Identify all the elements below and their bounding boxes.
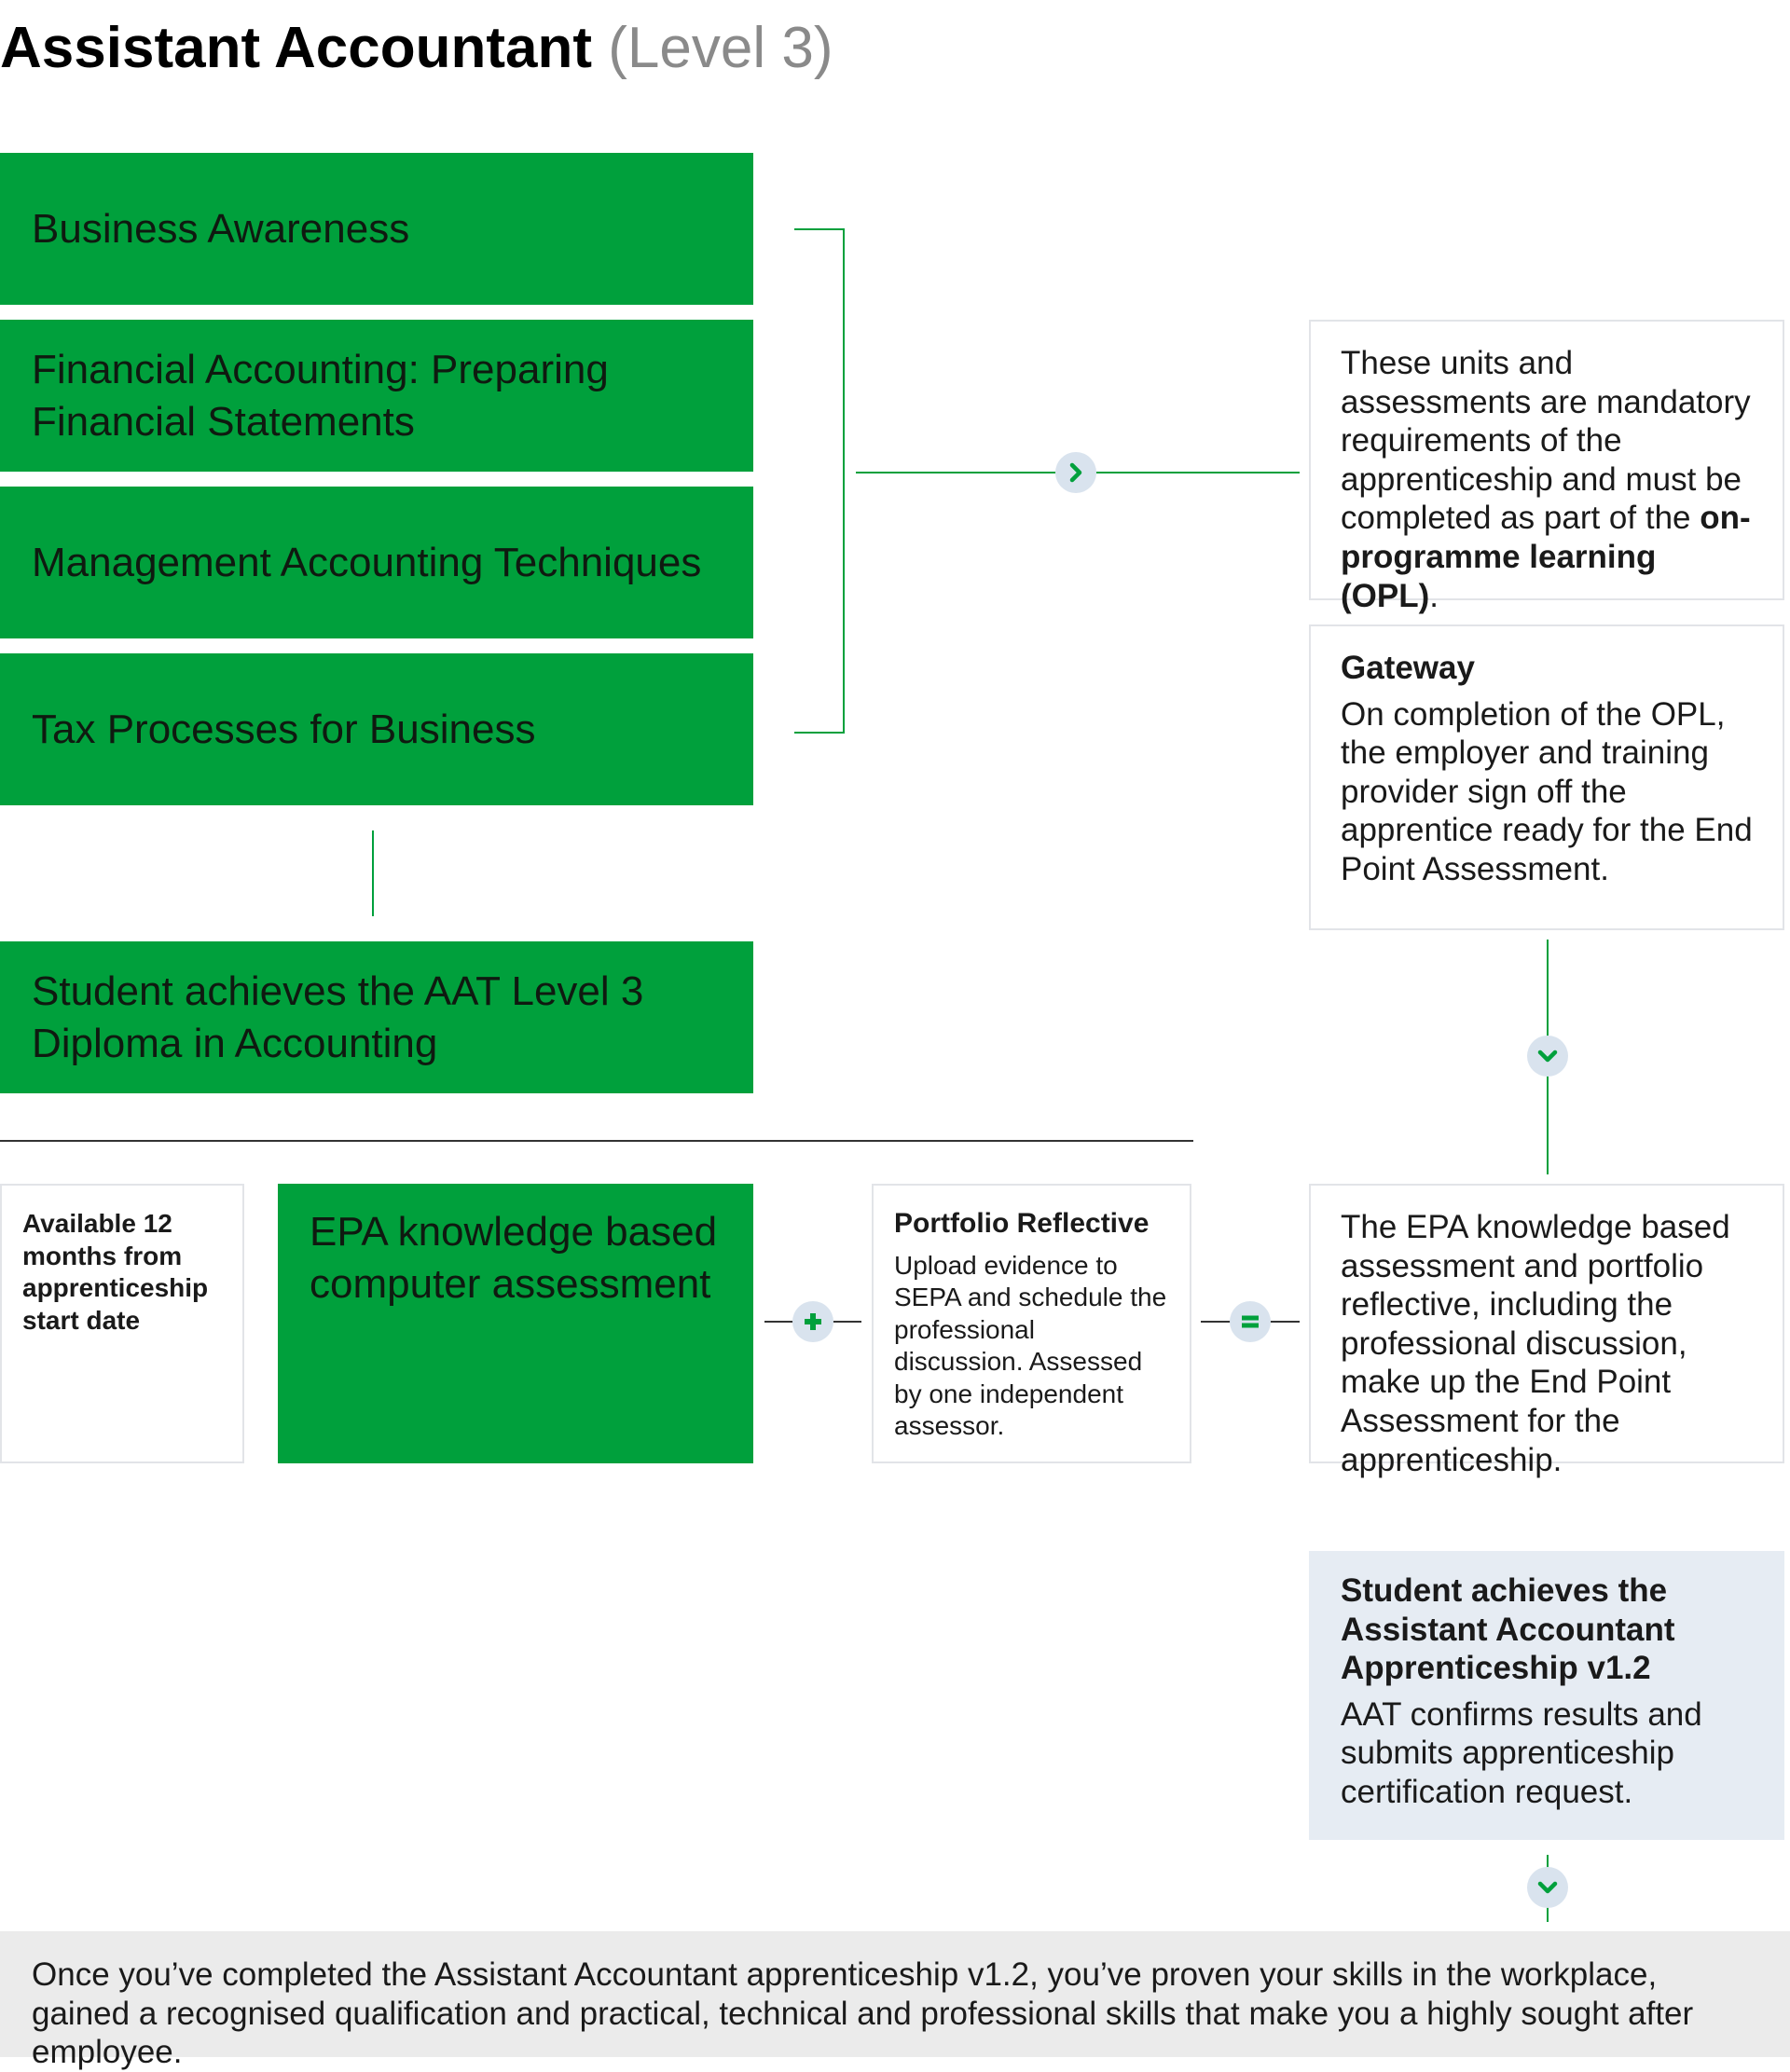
epa-assessment-label: EPA knowledge based computer assessment bbox=[310, 1209, 718, 1307]
connector-line bbox=[372, 830, 374, 916]
gateway-body: On completion of the OPL, the employer a… bbox=[1341, 695, 1753, 887]
apprenticeship-achievement-box: Student achieves the Assistant Accountan… bbox=[1309, 1551, 1784, 1840]
mandatory-end: . bbox=[1429, 577, 1439, 614]
epa-summary-box: The EPA knowledge based assessment and p… bbox=[1309, 1184, 1784, 1478]
footer-summary: Once you’ve completed the Assistant Acco… bbox=[0, 1931, 1790, 2070]
unit-business-awareness: Business Awareness bbox=[0, 153, 753, 305]
unit-label: Business Awareness bbox=[32, 205, 410, 252]
availability-text: Available 12 months from apprenticeship … bbox=[22, 1209, 209, 1335]
chevron-right-icon bbox=[1055, 452, 1096, 493]
chevron-down-icon bbox=[1527, 1036, 1568, 1077]
bracket-top-line bbox=[794, 228, 845, 230]
achievement-heading: Student achieves the Assistant Accountan… bbox=[1341, 1572, 1675, 1687]
unit-label: Management Accounting Techniques bbox=[32, 539, 702, 585]
opl-term: on-programme learning (OPL) bbox=[1341, 500, 1751, 614]
gateway-box: Gateway On completion of the OPL, the em… bbox=[1309, 624, 1784, 930]
diploma-box: Student achieves the AAT Level 3 Diploma… bbox=[0, 941, 753, 1093]
achievement-body: AAT confirms results and submits apprent… bbox=[1341, 1695, 1702, 1810]
portfolio-heading: Portfolio Reflective bbox=[894, 1208, 1150, 1239]
portfolio-reflective-box: Portfolio Reflective Upload evidence to … bbox=[872, 1184, 1191, 1463]
epa-assessment-box: EPA knowledge based computer assessment bbox=[278, 1184, 753, 1463]
section-divider bbox=[0, 1140, 1193, 1142]
bracket-vertical-line bbox=[843, 228, 845, 734]
equals-icon bbox=[1230, 1301, 1271, 1342]
unit-label: Tax Processes for Business bbox=[32, 706, 536, 752]
unit-financial-accounting: Financial Accounting: Preparing Financia… bbox=[0, 320, 753, 472]
page-title-main: Assistant Accountant bbox=[0, 16, 593, 80]
page-title: Assistant Accountant (Level 3) bbox=[0, 11, 833, 86]
unit-tax-processes: Tax Processes for Business bbox=[0, 653, 753, 805]
epa-summary-text: The EPA knowledge based assessment and p… bbox=[1341, 1209, 1730, 1478]
unit-management-accounting: Management Accounting Techniques bbox=[0, 487, 753, 638]
bracket-bottom-line bbox=[794, 732, 845, 734]
plus-icon bbox=[792, 1301, 833, 1342]
diploma-label: Student achieves the AAT Level 3 Diploma… bbox=[32, 967, 644, 1066]
page-title-level: (Level 3) bbox=[608, 16, 833, 80]
gateway-heading: Gateway bbox=[1341, 650, 1475, 686]
unit-label: Financial Accounting: Preparing Financia… bbox=[32, 346, 609, 445]
portfolio-body: Upload evidence to SEPA and schedule the… bbox=[894, 1250, 1167, 1441]
mandatory-text: These units and assessments are mandator… bbox=[1341, 345, 1751, 537]
availability-box: Available 12 months from apprenticeship … bbox=[0, 1184, 244, 1463]
mandatory-requirements-box: These units and assessments are mandator… bbox=[1309, 320, 1784, 614]
footer-text: Once you’ve completed the Assistant Acco… bbox=[32, 1956, 1694, 2070]
chevron-down-icon bbox=[1527, 1867, 1568, 1908]
